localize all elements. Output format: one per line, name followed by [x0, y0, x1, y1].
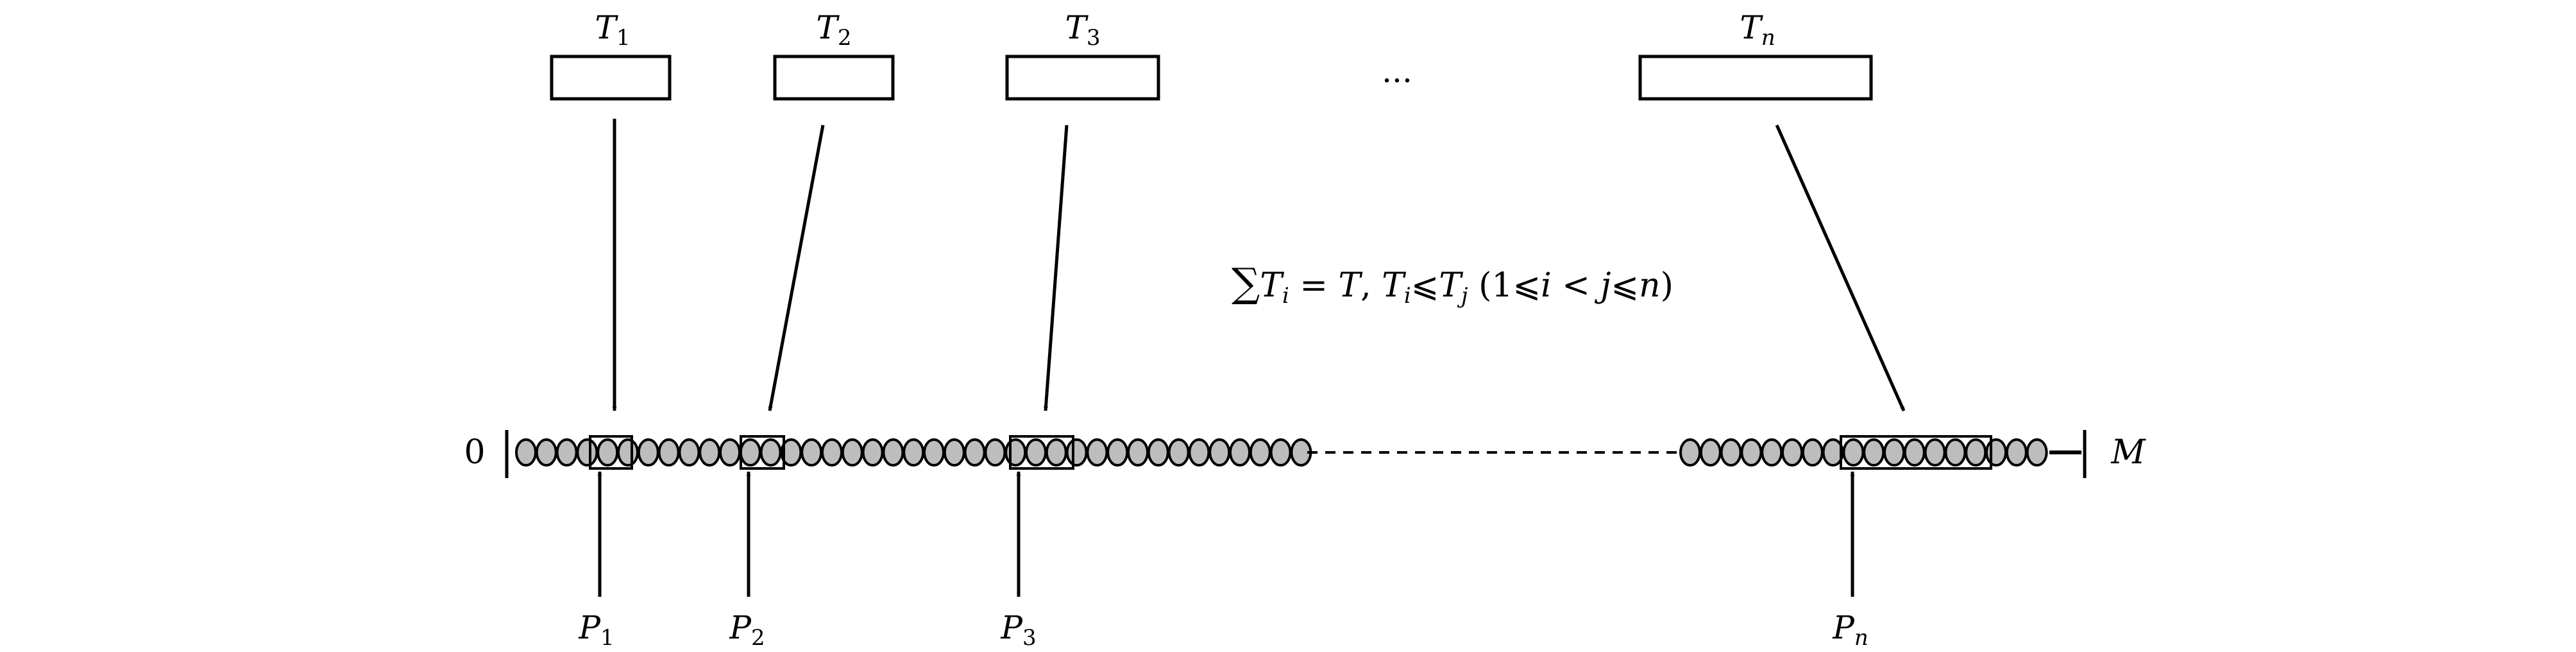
resource-bead [637, 438, 659, 467]
task-box-n [1638, 55, 1873, 101]
processor-label-3: P3 [1000, 609, 1036, 651]
resource-bead [759, 438, 782, 467]
resource-bead [1883, 438, 1905, 467]
resource-bead [1025, 438, 1047, 467]
task-arrow-n [1775, 124, 1906, 412]
resource-bead [555, 438, 578, 467]
resource-bead [1842, 438, 1865, 467]
resource-bead [515, 438, 537, 467]
resource-bead [699, 438, 721, 467]
slot-window-3 [1009, 435, 1074, 470]
resource-bead [1924, 438, 1946, 467]
axis-end-label: M [2110, 433, 2146, 472]
resource-bead [1801, 438, 1824, 467]
task-box-3 [1005, 55, 1160, 101]
resource-bead [617, 438, 639, 467]
resource-bead [1863, 438, 1885, 467]
resource-bead [882, 438, 904, 467]
resource-bead [821, 438, 843, 467]
resource-bead [963, 438, 986, 467]
processor-label-n: Pn [1832, 609, 1868, 651]
resource-bead [1045, 438, 1067, 467]
resource-bead [1761, 438, 1783, 467]
resource-bead [1249, 438, 1271, 467]
resource-bead [1106, 438, 1129, 467]
tasks-ellipsis: ... [1382, 53, 1412, 90]
slot-window-n [1840, 435, 1992, 470]
resource-bead [841, 438, 863, 467]
slot-window-2 [740, 435, 785, 470]
resource-bead [1903, 438, 1926, 467]
resource-bead [678, 438, 700, 467]
resource-bead [1965, 438, 1987, 467]
resource-bead [1127, 438, 1149, 467]
processor-label-1: P1 [578, 609, 614, 651]
resource-bead [2005, 438, 2028, 467]
resource-bead [1086, 438, 1108, 467]
resource-bead [1229, 438, 1251, 467]
resource-bead [535, 438, 557, 467]
resource-bead [861, 438, 884, 467]
resource-bead [657, 438, 680, 467]
task-arrow-3 [1043, 124, 1069, 411]
processor-label-2: P2 [729, 609, 765, 651]
resource-bead [1065, 438, 1088, 467]
resource-bead [1944, 438, 1967, 467]
task-box-1 [550, 55, 672, 101]
resource-bead [923, 438, 945, 467]
resource-bead [1781, 438, 1803, 467]
task-label-1: T1 [595, 9, 631, 51]
resource-bead [719, 438, 741, 467]
resource-bead [1188, 438, 1210, 467]
resource-bead [1679, 438, 1701, 467]
resource-bead [739, 438, 761, 467]
resource-bead [1740, 438, 1763, 467]
resource-bead [597, 438, 619, 467]
slot-window-1 [589, 435, 633, 470]
resource-bead [902, 438, 925, 467]
task-label-n: Tn [1740, 9, 1775, 51]
resource-bead [1720, 438, 1742, 467]
resource-beads-left [515, 438, 1312, 467]
axis-start-label: 0 [464, 433, 485, 472]
resource-bead [801, 438, 823, 467]
task-label-3: T3 [1065, 9, 1101, 51]
task-label-2: T2 [817, 9, 852, 51]
resource-bead [2026, 438, 2048, 467]
resource-bead [1167, 438, 1190, 467]
resource-bead [1985, 438, 2007, 467]
task-box-2 [773, 55, 895, 101]
resource-bead [1004, 438, 1027, 467]
resource-bead [1699, 438, 1722, 467]
resource-bead [943, 438, 965, 467]
resource-bead [984, 438, 1006, 467]
resource-bead [1147, 438, 1169, 467]
resource-bead [1269, 438, 1292, 467]
resource-bead [1208, 438, 1231, 467]
resource-bead [576, 438, 598, 467]
constraint-formula: ∑Ti = T, Ti⩽Tj (1⩽i < j⩽n) [1232, 259, 1674, 309]
resource-beads-right [1679, 438, 2048, 467]
task-arrow-2 [768, 124, 825, 411]
